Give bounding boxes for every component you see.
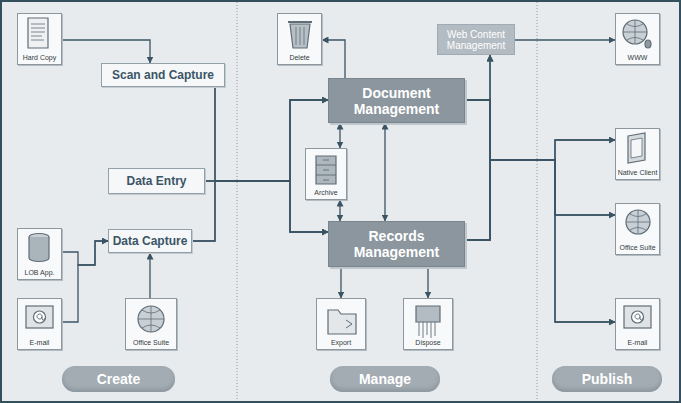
node-label: Data Capture: [113, 234, 188, 248]
text-group: Archive: [314, 189, 337, 197]
process-box: Scan and Capture: [101, 63, 225, 87]
text-group: LOB App.: [25, 269, 55, 277]
column-divider: [237, 2, 238, 401]
flow-connector: [465, 55, 490, 240]
node-label: Document Management: [329, 85, 464, 117]
node-label: Office Suite: [619, 244, 655, 252]
email-icon: [624, 306, 651, 328]
system-box: Document Management: [328, 78, 465, 123]
flow-connector: [465, 160, 615, 322]
process-box: Data Capture: [108, 229, 192, 253]
node-label: Records Management: [329, 228, 464, 260]
icon-tile: Archive: [305, 148, 347, 200]
flow-connector: [62, 241, 108, 265]
text-group: Records Management: [329, 228, 464, 260]
folder-icon: [328, 310, 356, 334]
text-group: Publish: [582, 371, 633, 387]
node-label: Delete: [289, 54, 309, 62]
text-group: Web Content Management: [438, 29, 514, 51]
node-label: Manage: [359, 371, 411, 387]
node-label: E-mail: [628, 339, 648, 347]
paper-icon: [28, 18, 48, 48]
cabinet-icon: [316, 156, 336, 184]
flow-connector: [339, 123, 340, 148]
icon-tile: Delete: [277, 13, 322, 65]
process-box: Data Entry: [108, 168, 205, 194]
globe-mouse-icon: [623, 20, 651, 48]
system-box: Records Management: [328, 221, 465, 267]
icon-tile: WWW: [615, 13, 660, 65]
system-box: Web Content Management: [437, 24, 515, 55]
flow-connector: [384, 123, 385, 221]
flow-connector: [465, 100, 615, 322]
column-divider: [537, 2, 538, 401]
flow-connector: [465, 140, 615, 240]
text-group: Create: [97, 371, 141, 387]
flow-connector: [465, 100, 615, 215]
node-label: Office Suite: [133, 339, 169, 347]
flow-connector: [465, 100, 615, 160]
text-group: Office Suite: [619, 244, 655, 252]
text-group: Scan and Capture: [112, 68, 214, 82]
text-group: Data Capture: [113, 234, 188, 248]
window-icon: [628, 133, 645, 163]
flow-connector: [465, 160, 615, 240]
icon-tile: Hard Copy: [17, 13, 62, 65]
flow-connector: [515, 39, 615, 40]
node-label: E-mail: [30, 339, 50, 347]
flow-connector: [340, 267, 341, 298]
node-label: Dispose: [415, 339, 440, 347]
icon-tile: Dispose: [403, 298, 453, 350]
icon-tile: Native Client: [615, 128, 660, 180]
flow-connector: [339, 200, 340, 221]
icon-tile: E-mail: [17, 298, 62, 350]
flow-connector: [427, 267, 428, 298]
text-group: Delete: [289, 54, 309, 62]
node-label: Create: [97, 371, 141, 387]
stage-label: Publish: [552, 366, 662, 392]
flow-connector: [62, 241, 108, 322]
flow-connector: [149, 253, 150, 298]
icon-tile: Export: [316, 298, 366, 350]
text-group: Hard Copy: [23, 54, 56, 62]
email-icon: [26, 306, 53, 328]
text-group: Dispose: [415, 339, 440, 347]
text-group: Data Entry: [126, 174, 186, 188]
trash-icon: [288, 22, 312, 48]
text-group: E-mail: [628, 339, 648, 347]
text-group: WWW: [628, 54, 648, 62]
icon-tile: Office Suite: [125, 298, 177, 350]
icon-tile: E-mail: [615, 298, 660, 350]
text-group: Export: [331, 339, 351, 347]
text-group: E-mail: [30, 339, 50, 347]
shredder-icon: [416, 306, 440, 338]
stage-label: Create: [62, 366, 175, 392]
node-label: LOB App.: [25, 269, 55, 277]
node-label: WWW: [628, 54, 648, 62]
flow-connector: [62, 40, 150, 63]
text-group: Native Client: [618, 169, 658, 177]
node-label: Native Client: [618, 169, 658, 177]
globe-icon: [626, 210, 650, 234]
icon-tile: LOB App.: [17, 228, 62, 280]
node-label: Web Content Management: [438, 29, 514, 51]
icon-tile: Office Suite: [615, 203, 660, 255]
text-group: Document Management: [329, 85, 464, 117]
stage-label: Manage: [330, 366, 440, 392]
node-label: Archive: [314, 189, 337, 197]
node-label: Data Entry: [126, 174, 186, 188]
globe-icon: [138, 306, 164, 332]
database-icon: [29, 234, 49, 262]
node-label: Export: [331, 339, 351, 347]
node-label: Hard Copy: [23, 54, 56, 62]
flow-connector: [465, 55, 490, 100]
node-label: Scan and Capture: [112, 68, 214, 82]
text-group: Office Suite: [133, 339, 169, 347]
node-label: Publish: [582, 371, 633, 387]
flow-connector: [322, 40, 345, 78]
text-group: Manage: [359, 371, 411, 387]
